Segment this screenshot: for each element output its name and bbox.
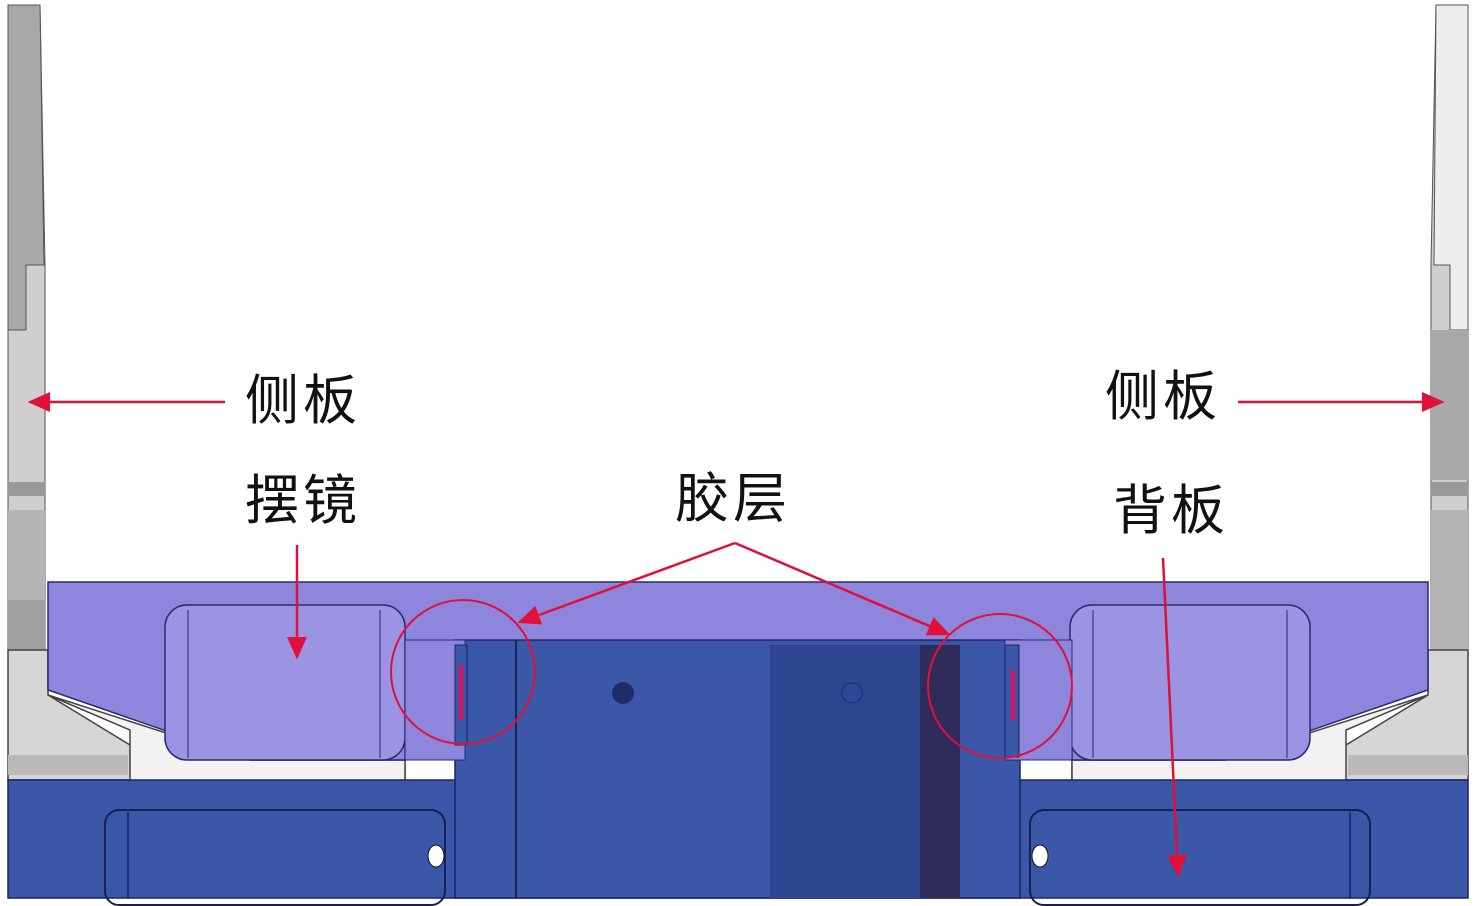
side-plate-left	[7, 4, 46, 781]
label-mirror: 摆镜	[245, 469, 361, 532]
highlight-circle-right	[927, 613, 1073, 759]
arrow-back-plate	[1161, 557, 1188, 878]
label-back-plate: 背板	[1113, 479, 1229, 542]
arrow-adhesive-right	[734, 541, 951, 636]
adhesive-layer-left	[459, 665, 463, 720]
label-side-plate-right: 侧板	[1105, 365, 1221, 428]
highlight-circle-left	[390, 599, 536, 745]
label-adhesive-layer: 胶层	[675, 467, 791, 530]
label-side-plate-left: 侧板	[245, 369, 361, 432]
side-plate-right	[1430, 4, 1469, 781]
annotations	[27, 392, 1445, 878]
mirror	[47, 581, 1429, 761]
adhesive-layer-right	[1011, 670, 1015, 720]
back-plate	[7, 639, 1469, 906]
arrow-adhesive-left	[517, 541, 736, 625]
